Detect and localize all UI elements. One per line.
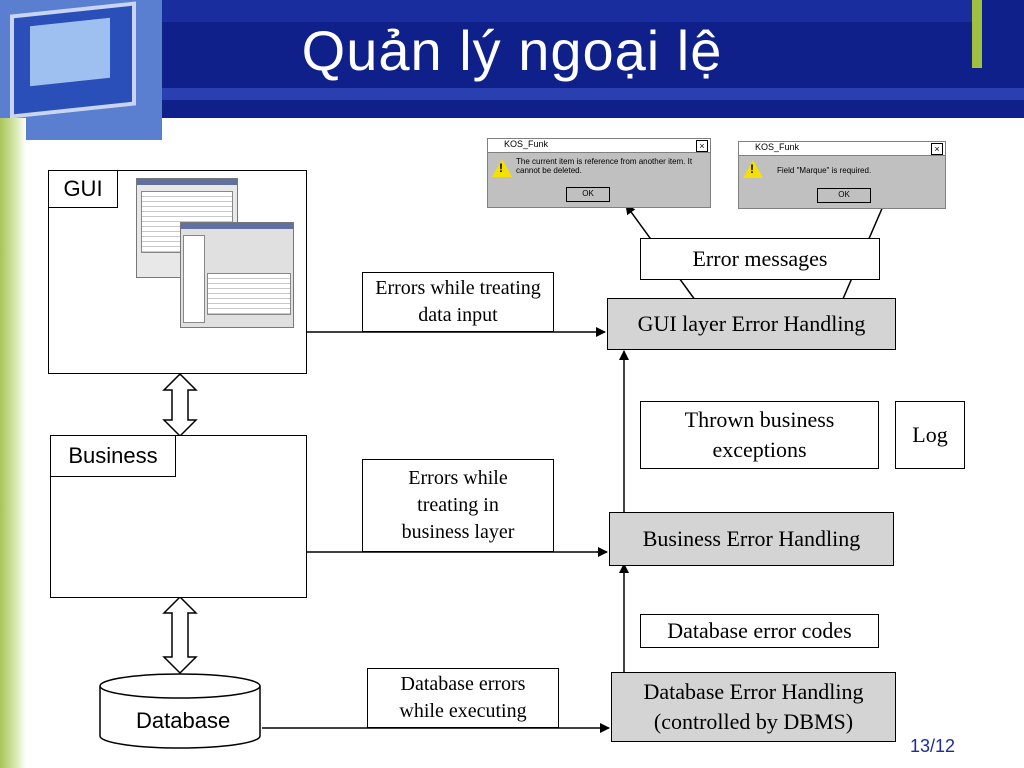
accent-bar [972, 0, 982, 68]
database-label: Database [136, 708, 231, 733]
ok-button[interactable]: OK [817, 188, 871, 203]
flow-label-database-errors: Database errors while executing [367, 668, 559, 728]
dialog-message: Field "Marque" is required. [777, 166, 872, 175]
header-stripe [160, 0, 980, 22]
warning-icon [743, 160, 763, 178]
page-number: 13/12 [910, 736, 956, 756]
thrown-exceptions-box: Thrown business exceptions [640, 401, 879, 469]
close-icon[interactable]: × [696, 140, 708, 152]
database-error-handler: Database Error Handling (controlled by D… [611, 672, 896, 742]
flow-label-business-errors: Errors while treating in business layer [362, 459, 554, 552]
page-title: Quản lý ngoại lệ [301, 19, 723, 82]
error-dialog-2: KOS_Funk × ! Field "Marque" is required.… [738, 141, 946, 209]
side-gradient [0, 118, 26, 768]
database-cylinder [99, 673, 261, 749]
warning-icon [492, 159, 512, 177]
flow-label-gui-errors: Errors while treating data input [362, 272, 554, 332]
monitor-image [0, 0, 162, 140]
dialog-message: The current item is reference from anoth… [516, 157, 693, 175]
log-box: Log [895, 401, 965, 469]
db-error-codes-box: Database error codes [640, 614, 879, 648]
business-layer-label: Business [50, 435, 176, 477]
error-dialog-1: KOS_Funk × ! The current item is referen… [487, 138, 711, 208]
close-icon[interactable]: × [931, 143, 943, 155]
dialog-title: KOS_Funk [488, 139, 710, 153]
ok-button[interactable]: OK [566, 187, 610, 202]
double-arrow-business-database [162, 595, 198, 675]
gui-error-handler: GUI layer Error Handling [607, 298, 896, 350]
header-stripe [160, 88, 1024, 100]
double-arrow-gui-business [162, 372, 198, 438]
error-messages-box: Error messages [640, 238, 880, 280]
gui-layer-label: GUI [48, 170, 118, 208]
business-error-handler: Business Error Handling [609, 512, 894, 566]
dialog-title: KOS_Funk [739, 142, 945, 156]
gui-window-image-2 [180, 222, 294, 328]
